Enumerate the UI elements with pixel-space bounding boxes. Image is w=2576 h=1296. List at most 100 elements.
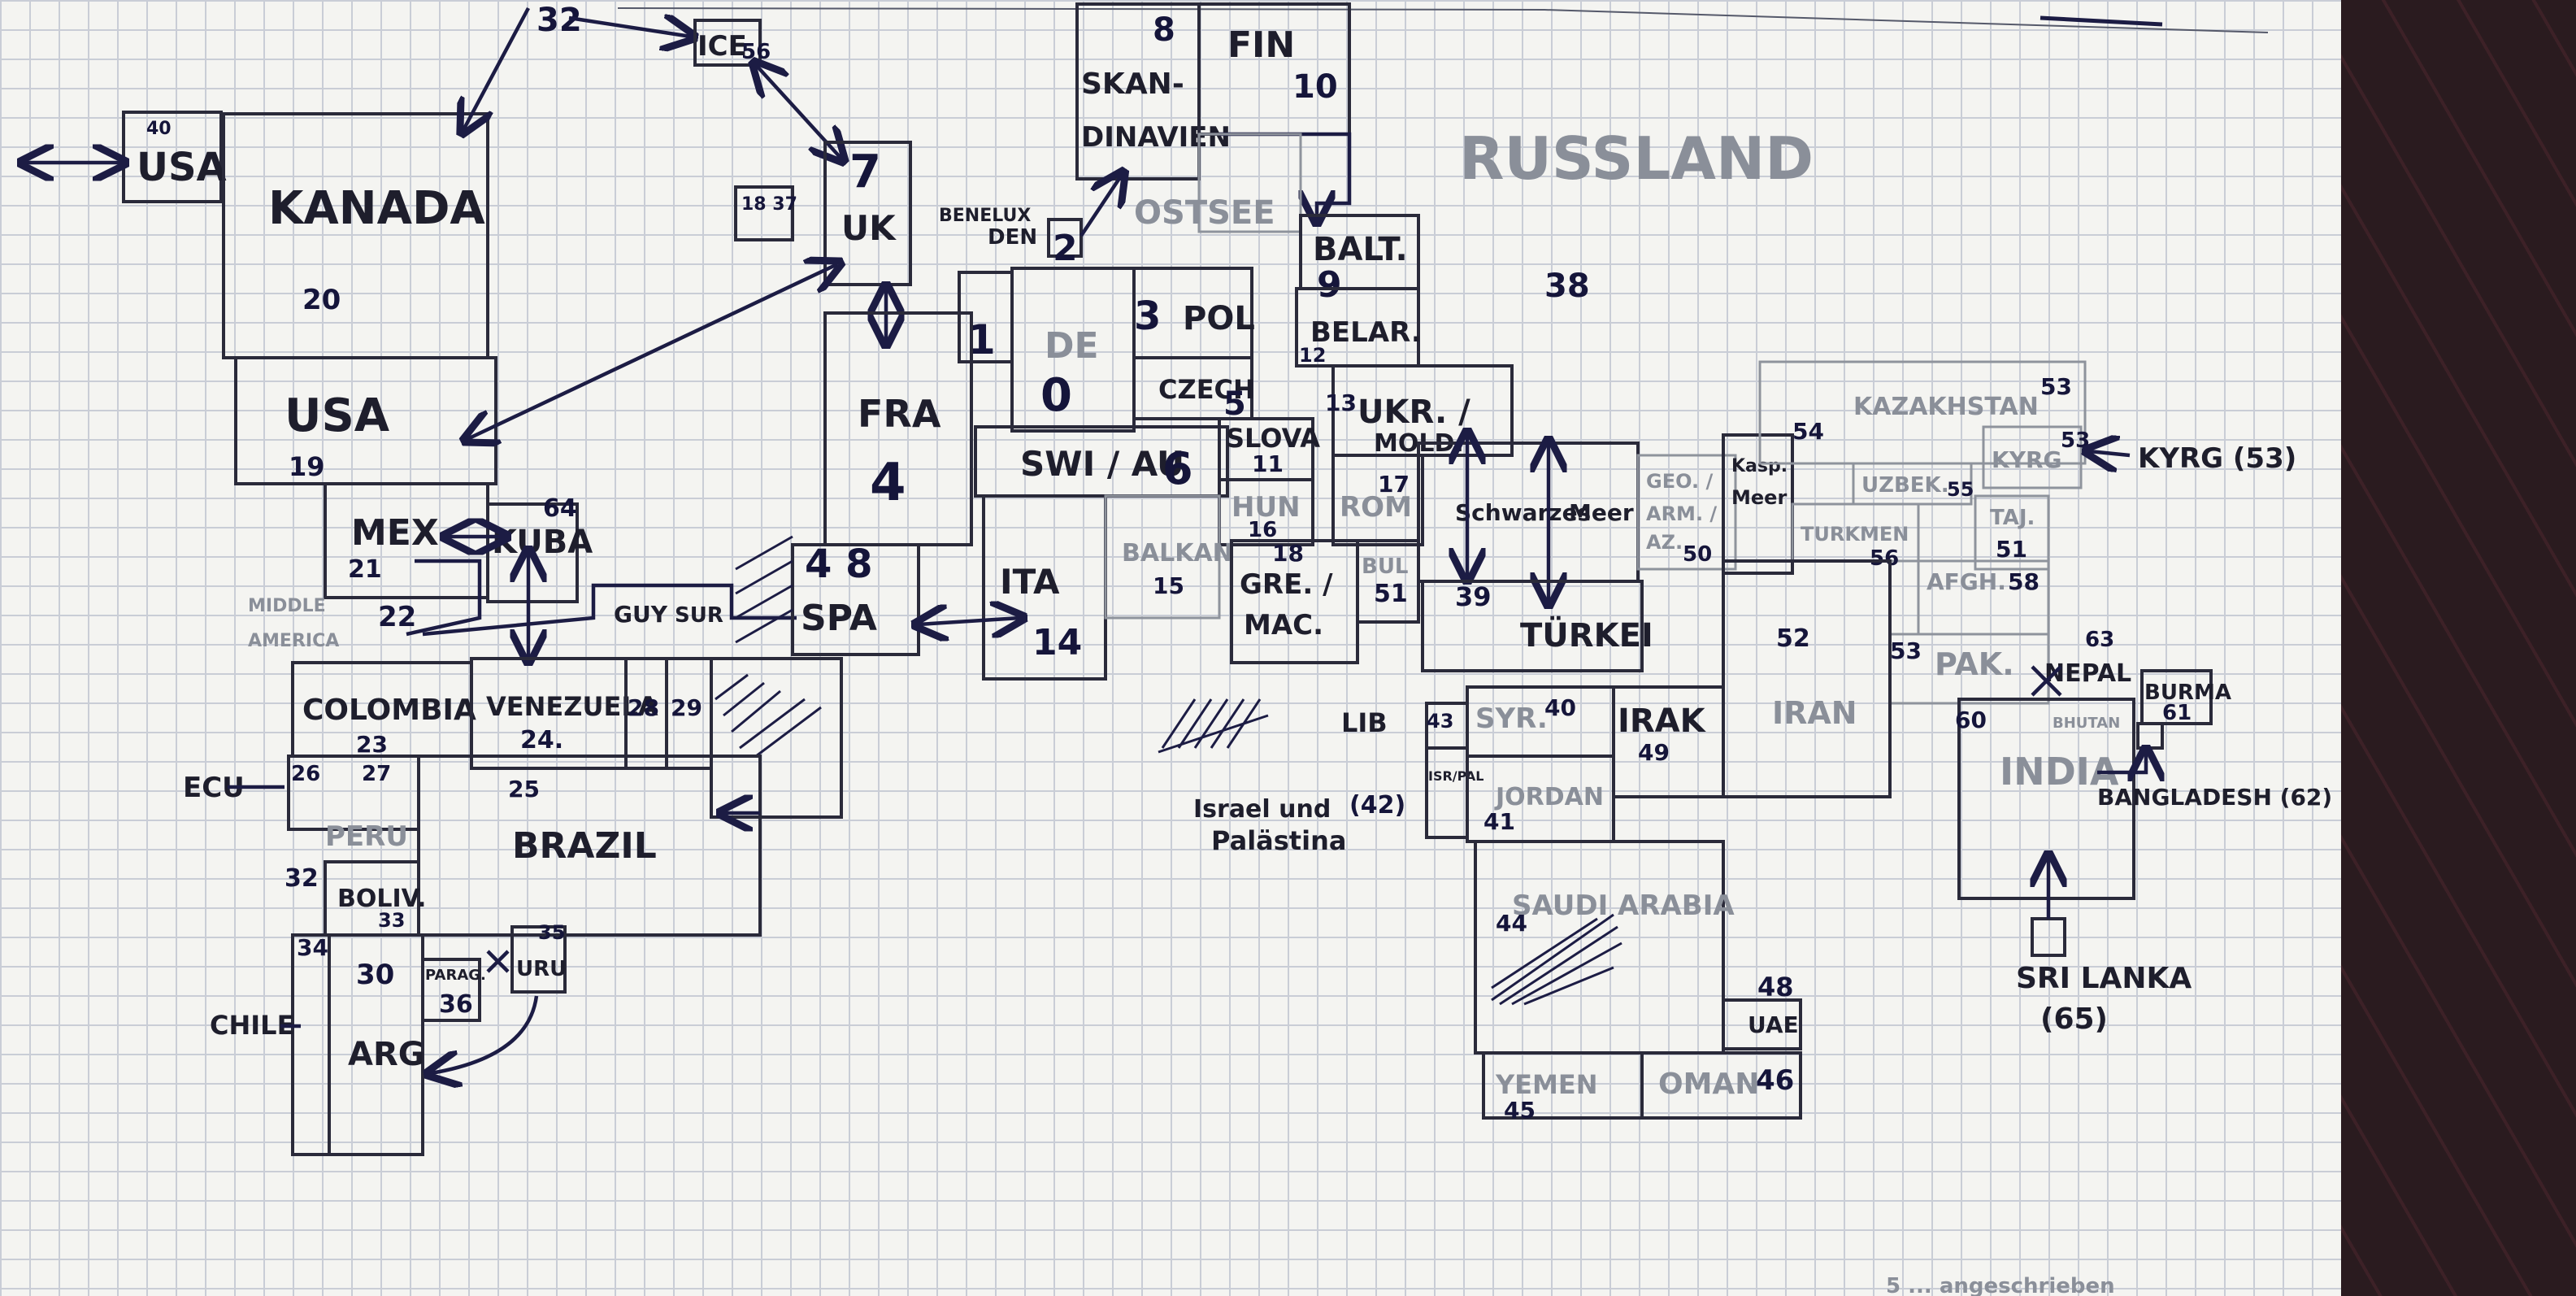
ukraine-label-1: UKR. / [1358, 394, 1470, 431]
belarus-label: BELAR. [1310, 316, 1422, 349]
graph-paper [0, 0, 2349, 1296]
denmark-label: DEN [988, 225, 1037, 250]
georgia-label-1: GEO. / [1646, 470, 1713, 493]
mex-num: 21 [348, 555, 382, 584]
italy-label: ITA [1000, 562, 1060, 602]
box-brazil [417, 755, 762, 937]
lebanon-num: 43 [1427, 710, 1453, 733]
ireland-num: 18 37 [741, 194, 797, 215]
afghanistan-num: 58 [2008, 568, 2040, 595]
russland-label: RUSSLAND [1459, 124, 1814, 193]
kanada-label: KANADA [268, 182, 485, 235]
uzbekistan-num: 55 [1947, 478, 1974, 501]
sri-lanka-label: SRI LANKA [2016, 962, 2192, 995]
india-num: 60 [1955, 707, 1987, 733]
pakistan-label: PAK. [1935, 646, 2014, 682]
arrow-uk-usa [467, 264, 837, 439]
georgia-label-3: AZ. [1646, 531, 1683, 554]
finland-label: FIN [1227, 24, 1295, 66]
sri-lanka-num: (65) [2040, 1002, 2108, 1036]
arrow-ice-uk [756, 65, 841, 159]
brazil-num: 25 [508, 776, 540, 802]
caspian-num: 54 [1792, 418, 1824, 445]
box-india [1957, 698, 2135, 900]
chile-alt-num: 32 [285, 864, 319, 893]
poland-label: POL [1183, 300, 1255, 337]
bangladesh-label: BANGLADESH (62) [2097, 784, 2332, 811]
colombia-num: 23 [356, 731, 388, 758]
uruguay-num: 35 [538, 921, 565, 944]
saudi-label-2: ARABIA [1618, 889, 1735, 922]
iran-num: 52 [1776, 624, 1810, 653]
burma-num: 61 [2162, 701, 2192, 725]
caspian-label-2: Meer [1731, 486, 1787, 509]
burma-label: BURMA [2144, 681, 2231, 705]
usa-top-label: USA [137, 145, 227, 190]
box-burma [2140, 669, 2213, 725]
ecu-num: 26 [291, 762, 320, 786]
box-saudi-arabia [1474, 840, 1725, 1055]
bhutan-label: BHUTAN [2053, 715, 2120, 732]
greece-label-2: MAC. [1244, 609, 1323, 641]
belarus-num: 12 [1299, 344, 1326, 367]
hungary-label: HUN [1232, 491, 1301, 524]
middle-america-num: 22 [378, 601, 416, 633]
nepal-label: NEPAL [2044, 659, 2131, 688]
ostsee-label: OSTSEE [1134, 194, 1275, 232]
saudi-label-1: SAUDI [1512, 889, 1608, 922]
arg-num: 30 [356, 959, 394, 991]
bottom-scribble: 5 ... angeschrieben [1886, 1274, 2115, 1296]
arg-label: ARG [348, 1036, 425, 1073]
box-israel [1425, 746, 1469, 839]
poland-num: 3 [1134, 294, 1161, 339]
tajikistan-label: TAJ. [1990, 506, 2035, 530]
kazakhstan-label: KAZAKHSTAN [1853, 393, 2039, 421]
usa-label: USA [285, 389, 390, 442]
turkei-num: 39 [1455, 581, 1492, 612]
iraq-num: 49 [1638, 739, 1670, 766]
turkmenistan-num: 56 [1870, 546, 1899, 571]
skandinavien-num: 8 [1153, 11, 1175, 49]
cross-nepal [2031, 665, 2062, 697]
nepal-num: 63 [2085, 628, 2114, 652]
romania-num: 17 [1378, 471, 1410, 498]
germany-num: 0 [1040, 369, 1072, 422]
hatch-saudi [1491, 913, 1622, 1006]
syria-num: 40 [1544, 694, 1576, 721]
background-fabric [2341, 0, 2576, 1296]
greece-label-1: GRE. / [1240, 568, 1333, 601]
iraq-label: IRAK [1618, 702, 1707, 740]
arrow-bangladesh [2097, 752, 2146, 772]
box-fin-south [1197, 133, 1302, 233]
ukraine-num: 13 [1325, 389, 1357, 416]
sur-num: 29 [671, 694, 702, 721]
baltikum-num: 9 [1317, 264, 1342, 306]
iran-label: IRAN [1772, 695, 1857, 731]
iceland-label: ICE [697, 30, 747, 63]
top-right-stroke [2040, 15, 2163, 27]
oman-num: 46 [1756, 1064, 1794, 1097]
arrow-uru-arg [431, 995, 539, 1073]
kyrgyzstan-note: KYRG (53) [2138, 442, 2296, 475]
paraguay-label: PARAG. [425, 967, 486, 984]
colombia-label: COLOMBIA [302, 694, 476, 727]
spain-label: SPA [801, 598, 877, 639]
yemen-num: 45 [1504, 1097, 1536, 1124]
kuba-label: KUBA [492, 524, 593, 561]
box-oman [1640, 1051, 1802, 1120]
arrow-spa-ita [919, 618, 1020, 624]
uzbekistan-label: UZBEK. [1861, 473, 1949, 498]
israel-note-num: (42) [1349, 791, 1405, 820]
israel-note-2: Palästina [1211, 825, 1346, 856]
finland-num: 10 [1292, 68, 1338, 106]
venezuela-num: 24. [520, 726, 563, 755]
balkan-label: BALKAN [1122, 539, 1233, 568]
cross-paraguay [486, 950, 510, 973]
kyrgyzstan-num: 53 [2061, 428, 2090, 453]
saudi-num: 44 [1496, 910, 1527, 937]
czech-label: CZECH [1158, 374, 1255, 405]
denmark-num: 2 [1053, 228, 1078, 269]
slovakia-num: 11 [1252, 450, 1284, 477]
kyrgyzstan-label: KYRG [1992, 446, 2062, 473]
uk-num: 7 [849, 146, 881, 198]
